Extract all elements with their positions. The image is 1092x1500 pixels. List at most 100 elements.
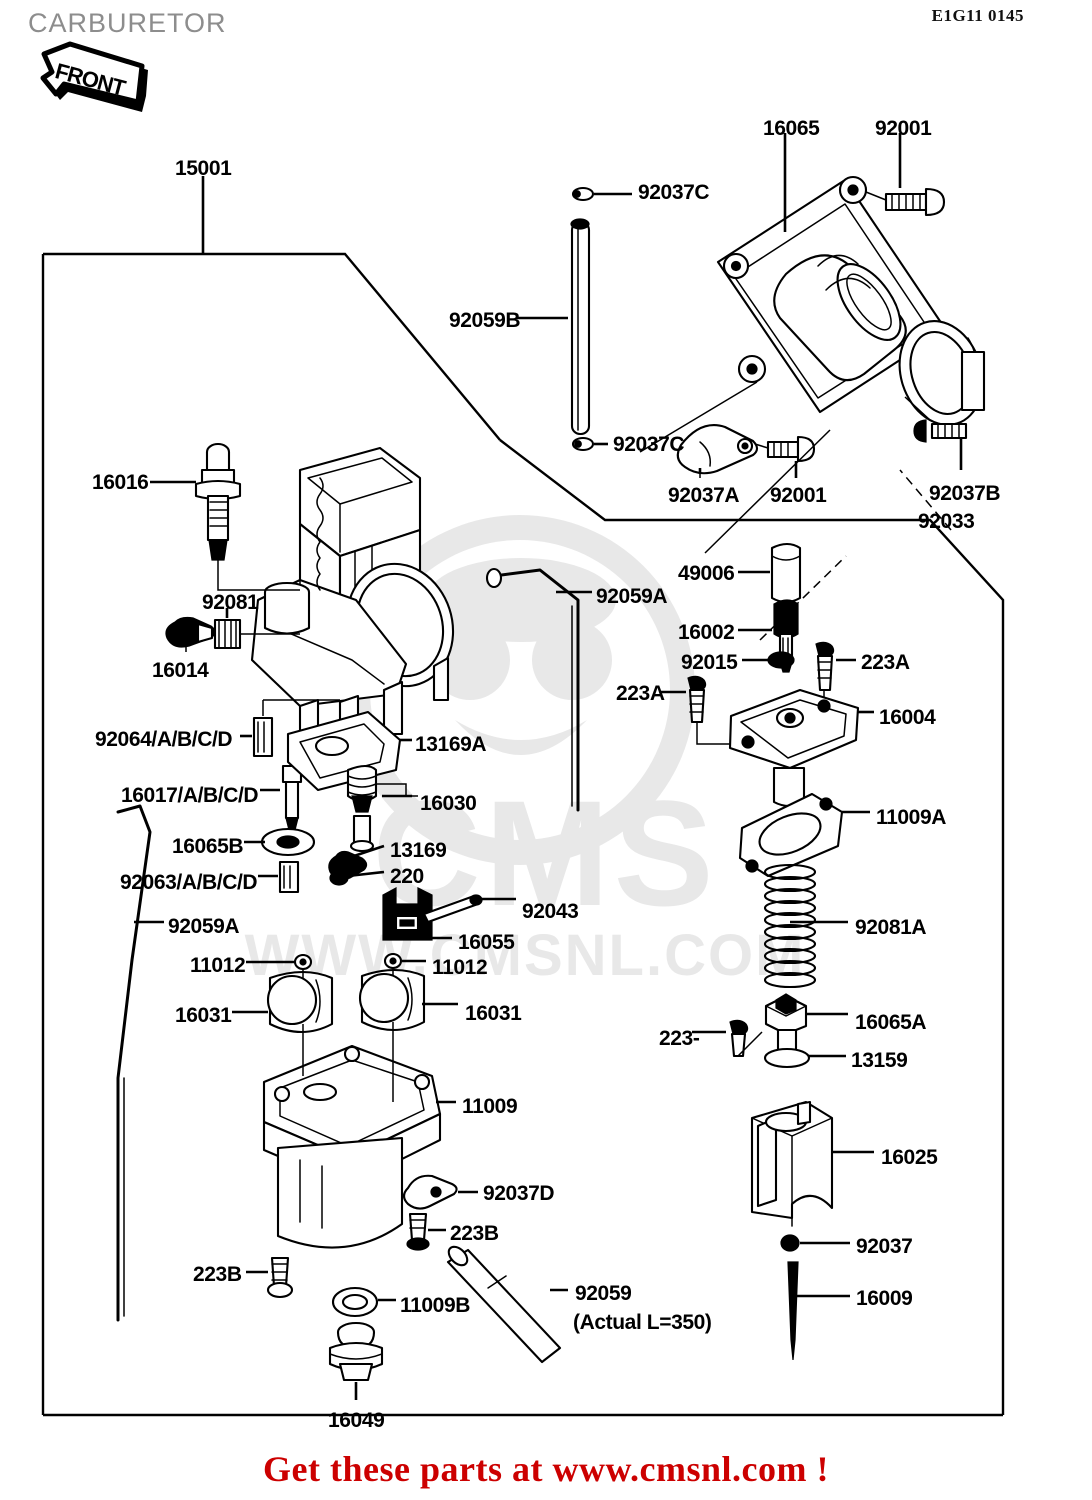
part-label-16017ABCD: 16017/A/B/C/D	[121, 784, 259, 807]
part-220-clip	[329, 870, 385, 886]
part-92059A-hose-right	[485, 567, 592, 812]
part-label-92059: 92059	[575, 1282, 632, 1305]
part-label-223-dash: 223-	[659, 1027, 700, 1050]
part-11009B-oring	[331, 1286, 396, 1318]
part-label-92043: 92043	[522, 900, 579, 923]
part-label-16031-right: 16031	[465, 1002, 522, 1025]
part-label-92037A: 92037A	[668, 484, 740, 507]
part-label-16065: 16065	[763, 117, 820, 140]
part-16014-pilot-screw	[165, 616, 216, 652]
part-16030-float-valve	[346, 764, 418, 853]
part-label-92059-note: (Actual L=350)	[573, 1311, 712, 1334]
part-label-16025: 16025	[881, 1146, 938, 1169]
part-223A-screw-left	[660, 675, 740, 745]
part-11012-clip-right	[383, 952, 426, 970]
part-label-223B-lower: 223B	[193, 1263, 242, 1286]
part-label-11009B: 11009B	[400, 1294, 471, 1317]
part-16065A-throttle-lever	[764, 993, 848, 1036]
part-label-92063ABCD: 92063/A/B/C/D	[120, 871, 258, 894]
part-label-16016: 16016	[92, 471, 149, 494]
part-label-13159: 13159	[851, 1049, 908, 1072]
part-label-16004: 16004	[879, 706, 936, 729]
part-223B-screw-upper	[406, 1212, 446, 1251]
part-92037D-clip	[402, 1174, 478, 1210]
part-92043-float-pin	[422, 894, 516, 924]
part-92015-nut	[742, 651, 795, 669]
part-label-49006: 49006	[678, 562, 735, 585]
part-label-16030: 16030	[420, 792, 477, 815]
part-223B-screw-lower	[246, 1256, 294, 1299]
part-label-92081: 92081	[202, 591, 259, 614]
part-92037C-clip-bottom	[571, 436, 608, 452]
part-92059A-hose-left	[116, 804, 164, 1322]
part-16009-jet-needle	[787, 1261, 850, 1361]
part-label-16065B: 16065B	[172, 835, 244, 858]
part-92037B-clamp-screw	[904, 350, 986, 470]
part-16049-drain-plug	[328, 1321, 384, 1400]
part-label-11012-left: 11012	[190, 954, 246, 977]
part-16065B-washer	[244, 827, 316, 857]
part-92037A-hose-clip	[676, 424, 759, 478]
front-orientation-badge: FRONT	[38, 40, 158, 120]
part-label-92059A-right: 92059A	[596, 585, 668, 608]
part-label-92037C-bottom: 92037C	[613, 433, 685, 456]
page-title: CARBURETOR	[28, 8, 227, 38]
part-label-92081A: 92081A	[855, 916, 927, 939]
part-label-11009: 11009	[462, 1095, 518, 1118]
part-label-15001: 15001	[175, 157, 232, 180]
part-label-16002: 16002	[678, 621, 735, 644]
part-label-223A-right: 223A	[861, 651, 910, 674]
part-label-92015: 92015	[681, 651, 738, 674]
part-label-16049: 16049	[328, 1409, 385, 1432]
part-16031-float-left	[232, 968, 334, 1076]
part-carburetor-body-15001	[250, 446, 455, 746]
part-49006-cap	[738, 542, 802, 604]
part-11012-clip-left	[246, 953, 313, 971]
part-92081A-spring	[763, 863, 848, 989]
part-label-92001-top: 92001	[875, 117, 932, 140]
assembly-boundary-15001	[41, 176, 1005, 1417]
part-label-16014: 16014	[152, 659, 209, 682]
part-16016-idle-adjuster	[150, 442, 300, 591]
part-92037C-clip-top	[571, 186, 632, 202]
part-92081-spring	[213, 608, 300, 650]
part-label-92037: 92037	[856, 1235, 913, 1258]
part-label-220: 220	[390, 865, 424, 888]
part-label-92001-mid: 92001	[770, 484, 827, 507]
part-92063-plug	[258, 860, 300, 894]
part-label-13169A: 13169A	[415, 733, 487, 756]
part-92064-jet	[240, 699, 340, 758]
part-92059B-fuel-hose	[516, 218, 591, 436]
part-92059-hose	[446, 1245, 568, 1364]
part-13159-plate	[763, 1028, 846, 1069]
part-11009A-gasket	[738, 792, 870, 878]
part-92037-e-clip	[780, 1234, 850, 1252]
part-16065-carburetor-holder	[716, 133, 948, 414]
part-label-92059B: 92059B	[449, 309, 521, 332]
part-223-screw	[692, 1019, 763, 1058]
part-label-16031-left: 16031	[175, 1004, 232, 1027]
figure-code: E1G11 0145	[931, 6, 1024, 25]
part-label-92037B: 92037B	[929, 482, 1001, 505]
part-label-13169: 13169	[390, 839, 447, 862]
part-label-11009A: 11009A	[876, 806, 947, 829]
part-label-223A-left: 223A	[616, 682, 665, 705]
part-92001-bolt-mid	[754, 435, 816, 478]
part-float-bowl	[262, 1082, 442, 1249]
part-label-92033: 92033	[918, 510, 975, 533]
part-label-92037C-top: 92037C	[638, 181, 710, 204]
part-16055-float-arm	[382, 886, 452, 941]
promo-footer: Get these parts at www.cmsnl.com !	[263, 1449, 829, 1489]
part-label-16055: 16055	[458, 931, 515, 954]
part-label-16009: 16009	[856, 1287, 913, 1310]
part-16031-float-right	[358, 968, 458, 1102]
part-92001-bolt-top	[865, 133, 946, 217]
part-label-223B-upper: 223B	[450, 1222, 499, 1245]
part-label-92037D: 92037D	[483, 1182, 555, 1205]
part-label-92059A-left: 92059A	[168, 915, 240, 938]
part-label-16065A: 16065A	[855, 1011, 927, 1034]
part-label-92064ABCD: 92064/A/B/C/D	[95, 728, 233, 751]
part-16004-top-cap	[728, 688, 874, 808]
part-label-11012-right: 11012	[432, 956, 488, 979]
